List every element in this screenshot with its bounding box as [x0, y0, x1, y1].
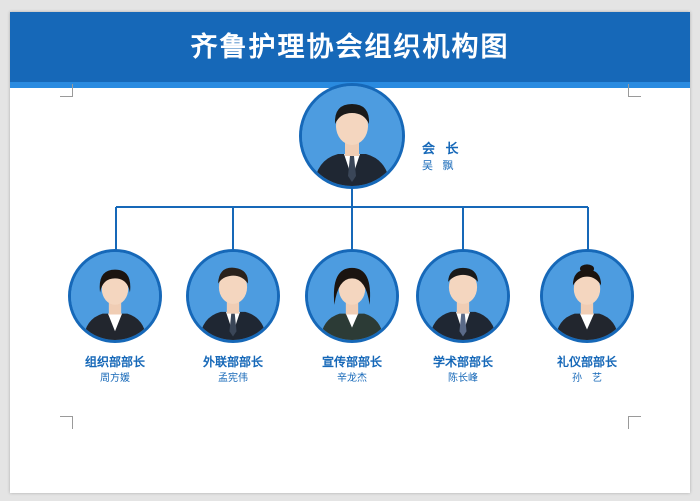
department-name-2: 孟宪伟	[218, 373, 248, 384]
department-role-2: 外联部部长	[202, 355, 263, 369]
person-silhouette-icon	[543, 252, 631, 340]
margin-mark-bottom-right	[628, 416, 641, 429]
department-name-1: 周方媛	[100, 373, 130, 384]
department-role-3: 宣传部部长	[321, 355, 382, 369]
department-avatar-5	[540, 249, 634, 343]
department-name-5: 孙 艺	[572, 373, 602, 384]
department-avatar-3	[305, 249, 399, 343]
department-role-1: 组织部部长	[84, 355, 145, 369]
department-avatar-1	[68, 249, 162, 343]
president-avatar	[299, 83, 405, 189]
department-avatar-2	[186, 249, 280, 343]
margin-mark-bottom-left	[60, 416, 73, 429]
title-banner: 齐鲁护理协会组织机构图	[10, 12, 690, 82]
margin-mark-top-right	[628, 84, 641, 97]
person-silhouette-icon	[419, 252, 507, 340]
person-silhouette-icon	[308, 252, 396, 340]
department-name-3: 辛龙杰	[337, 373, 367, 384]
page-title: 齐鲁护理协会组织机构图	[190, 31, 510, 63]
president-role: 会 长	[422, 142, 462, 157]
department-avatar-4	[416, 249, 510, 343]
person-silhouette-icon	[302, 86, 402, 186]
department-role-4: 学术部部长	[432, 355, 493, 369]
org-chart-page: 齐鲁护理协会组织机构图	[10, 12, 690, 493]
person-silhouette-icon	[71, 252, 159, 340]
margin-mark-top-left	[60, 84, 73, 97]
president-name: 吴 飘	[422, 159, 457, 172]
person-silhouette-icon	[189, 252, 277, 340]
connector-lines	[115, 184, 589, 250]
department-role-5: 礼仪部部长	[556, 355, 617, 369]
department-name-4: 陈长峰	[448, 373, 478, 384]
